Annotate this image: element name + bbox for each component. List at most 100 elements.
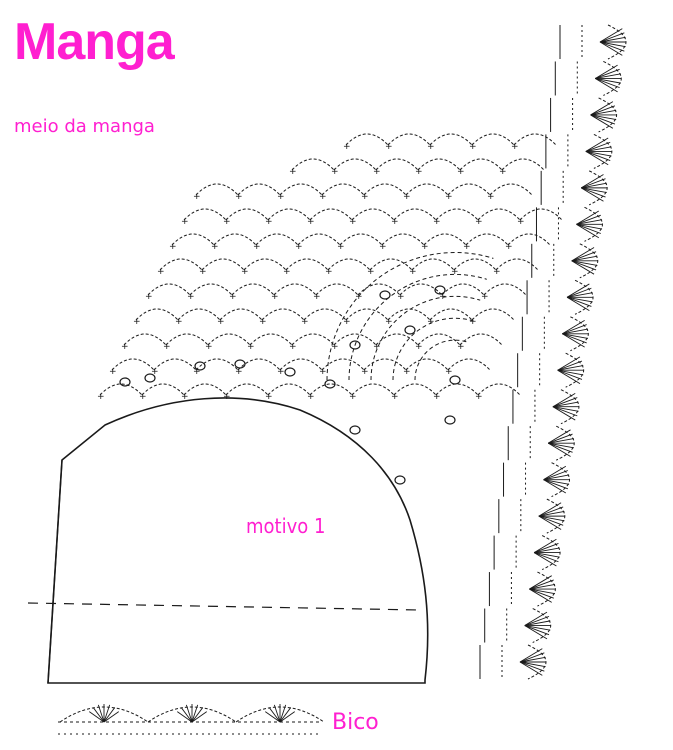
chain-arc xyxy=(405,358,449,371)
chain-arc xyxy=(291,158,335,171)
chain-arc xyxy=(417,333,461,346)
chain-arc xyxy=(447,358,491,371)
fan-ray xyxy=(534,547,560,554)
fan-ray xyxy=(590,114,617,121)
fan-ray xyxy=(538,506,564,517)
fan-ray xyxy=(595,78,618,93)
stitch-mark: + xyxy=(373,167,381,177)
chain-arc xyxy=(465,233,509,246)
chain-arc xyxy=(393,208,437,221)
center-dashed-line xyxy=(27,602,421,611)
fan-ray xyxy=(519,661,546,668)
fan-ray xyxy=(581,182,607,189)
chain-arc xyxy=(417,158,461,171)
fan-ray xyxy=(562,328,589,335)
chain-arc xyxy=(489,183,533,196)
chain-arc xyxy=(429,133,473,146)
fan-ray xyxy=(599,41,625,52)
fan-ray xyxy=(529,588,556,595)
stitch-mark: + xyxy=(211,242,219,252)
fan-ray xyxy=(581,187,606,198)
chain-arc xyxy=(291,333,335,346)
scallop-edge xyxy=(537,571,556,607)
stitch-mark: + xyxy=(343,142,351,152)
fan-ray xyxy=(566,296,590,312)
stitch-mark: + xyxy=(319,367,327,377)
stitch-mark: + xyxy=(331,342,339,352)
fan-ray xyxy=(590,109,617,116)
stitch-mark: + xyxy=(367,267,375,277)
fan-ray xyxy=(571,260,598,266)
chain-arc xyxy=(471,133,515,146)
fan-ray xyxy=(562,324,587,335)
chain-arc xyxy=(315,283,359,296)
fan-ray xyxy=(552,406,579,412)
fan-ray xyxy=(562,333,585,348)
stitch-mark: + xyxy=(223,392,231,402)
scallop-edge xyxy=(574,279,594,315)
stitch-mark: + xyxy=(463,242,471,252)
chain-arc xyxy=(303,308,347,321)
motif-label: motivo 1 xyxy=(246,514,326,538)
stitch-mark: + xyxy=(295,242,303,252)
stitch-mark: + xyxy=(145,292,153,302)
stitch-mark: + xyxy=(181,217,189,227)
scallop-edge xyxy=(593,133,613,169)
stitch-mark: + xyxy=(475,217,483,227)
chain-arc xyxy=(273,283,317,296)
fan-ray xyxy=(585,141,611,152)
sleeve-outline xyxy=(47,397,429,684)
stitch-mark: + xyxy=(349,392,357,402)
bobble-stitch xyxy=(379,290,391,300)
chain-arc xyxy=(237,183,281,196)
fan-ray xyxy=(590,105,616,116)
stitch-mark: + xyxy=(187,292,195,302)
stitch-mark: + xyxy=(379,242,387,252)
stitch-mark: + xyxy=(97,392,105,402)
stitch-mark: + xyxy=(169,242,177,252)
chain-arc xyxy=(339,233,383,246)
fan-ray xyxy=(585,150,612,157)
fan-ray xyxy=(533,552,559,563)
chain-arc xyxy=(261,308,305,321)
stitch-mark: + xyxy=(469,317,477,327)
bico-fan-ray xyxy=(185,704,193,723)
stitch-mark: + xyxy=(175,317,183,327)
bobble-stitch xyxy=(324,379,336,389)
fan-ray xyxy=(548,442,571,457)
fan-ray xyxy=(552,401,579,408)
fan-ray xyxy=(571,251,597,262)
stitch-mark: + xyxy=(319,192,327,202)
chain-arc xyxy=(327,258,371,271)
fan-ray xyxy=(566,287,592,298)
stitch-mark: + xyxy=(331,167,339,177)
stitch-mark: + xyxy=(343,317,351,327)
stitch-mark: + xyxy=(451,267,459,277)
scallop-edge xyxy=(556,425,575,461)
fan-ray xyxy=(552,406,576,421)
stitch-mark: + xyxy=(235,192,243,202)
chain-arc xyxy=(441,283,485,296)
bico-fan-ray xyxy=(268,707,281,723)
stitch-mark: + xyxy=(139,392,147,402)
fan-ray xyxy=(548,442,573,453)
fan-ray xyxy=(599,36,626,43)
bico-fan-ray xyxy=(97,704,105,723)
stitch-mark: + xyxy=(229,292,237,302)
fan-ray xyxy=(599,41,623,56)
stitch-mark: + xyxy=(469,142,477,152)
chain-arc xyxy=(207,333,251,346)
stitch-mark: + xyxy=(445,192,453,202)
bobble-stitch xyxy=(119,377,131,387)
chain-arc xyxy=(309,208,353,221)
chain-arc xyxy=(411,258,455,271)
fan-ray xyxy=(576,223,601,234)
fan-ray xyxy=(543,470,569,481)
stitch-mark: + xyxy=(121,342,129,352)
bico-fan-ray xyxy=(279,704,287,723)
fan-ray xyxy=(571,260,595,275)
bico-fan-ray xyxy=(191,711,208,723)
stitch-mark: + xyxy=(193,192,201,202)
fan-ray xyxy=(585,151,609,166)
fan-ray xyxy=(529,588,552,603)
